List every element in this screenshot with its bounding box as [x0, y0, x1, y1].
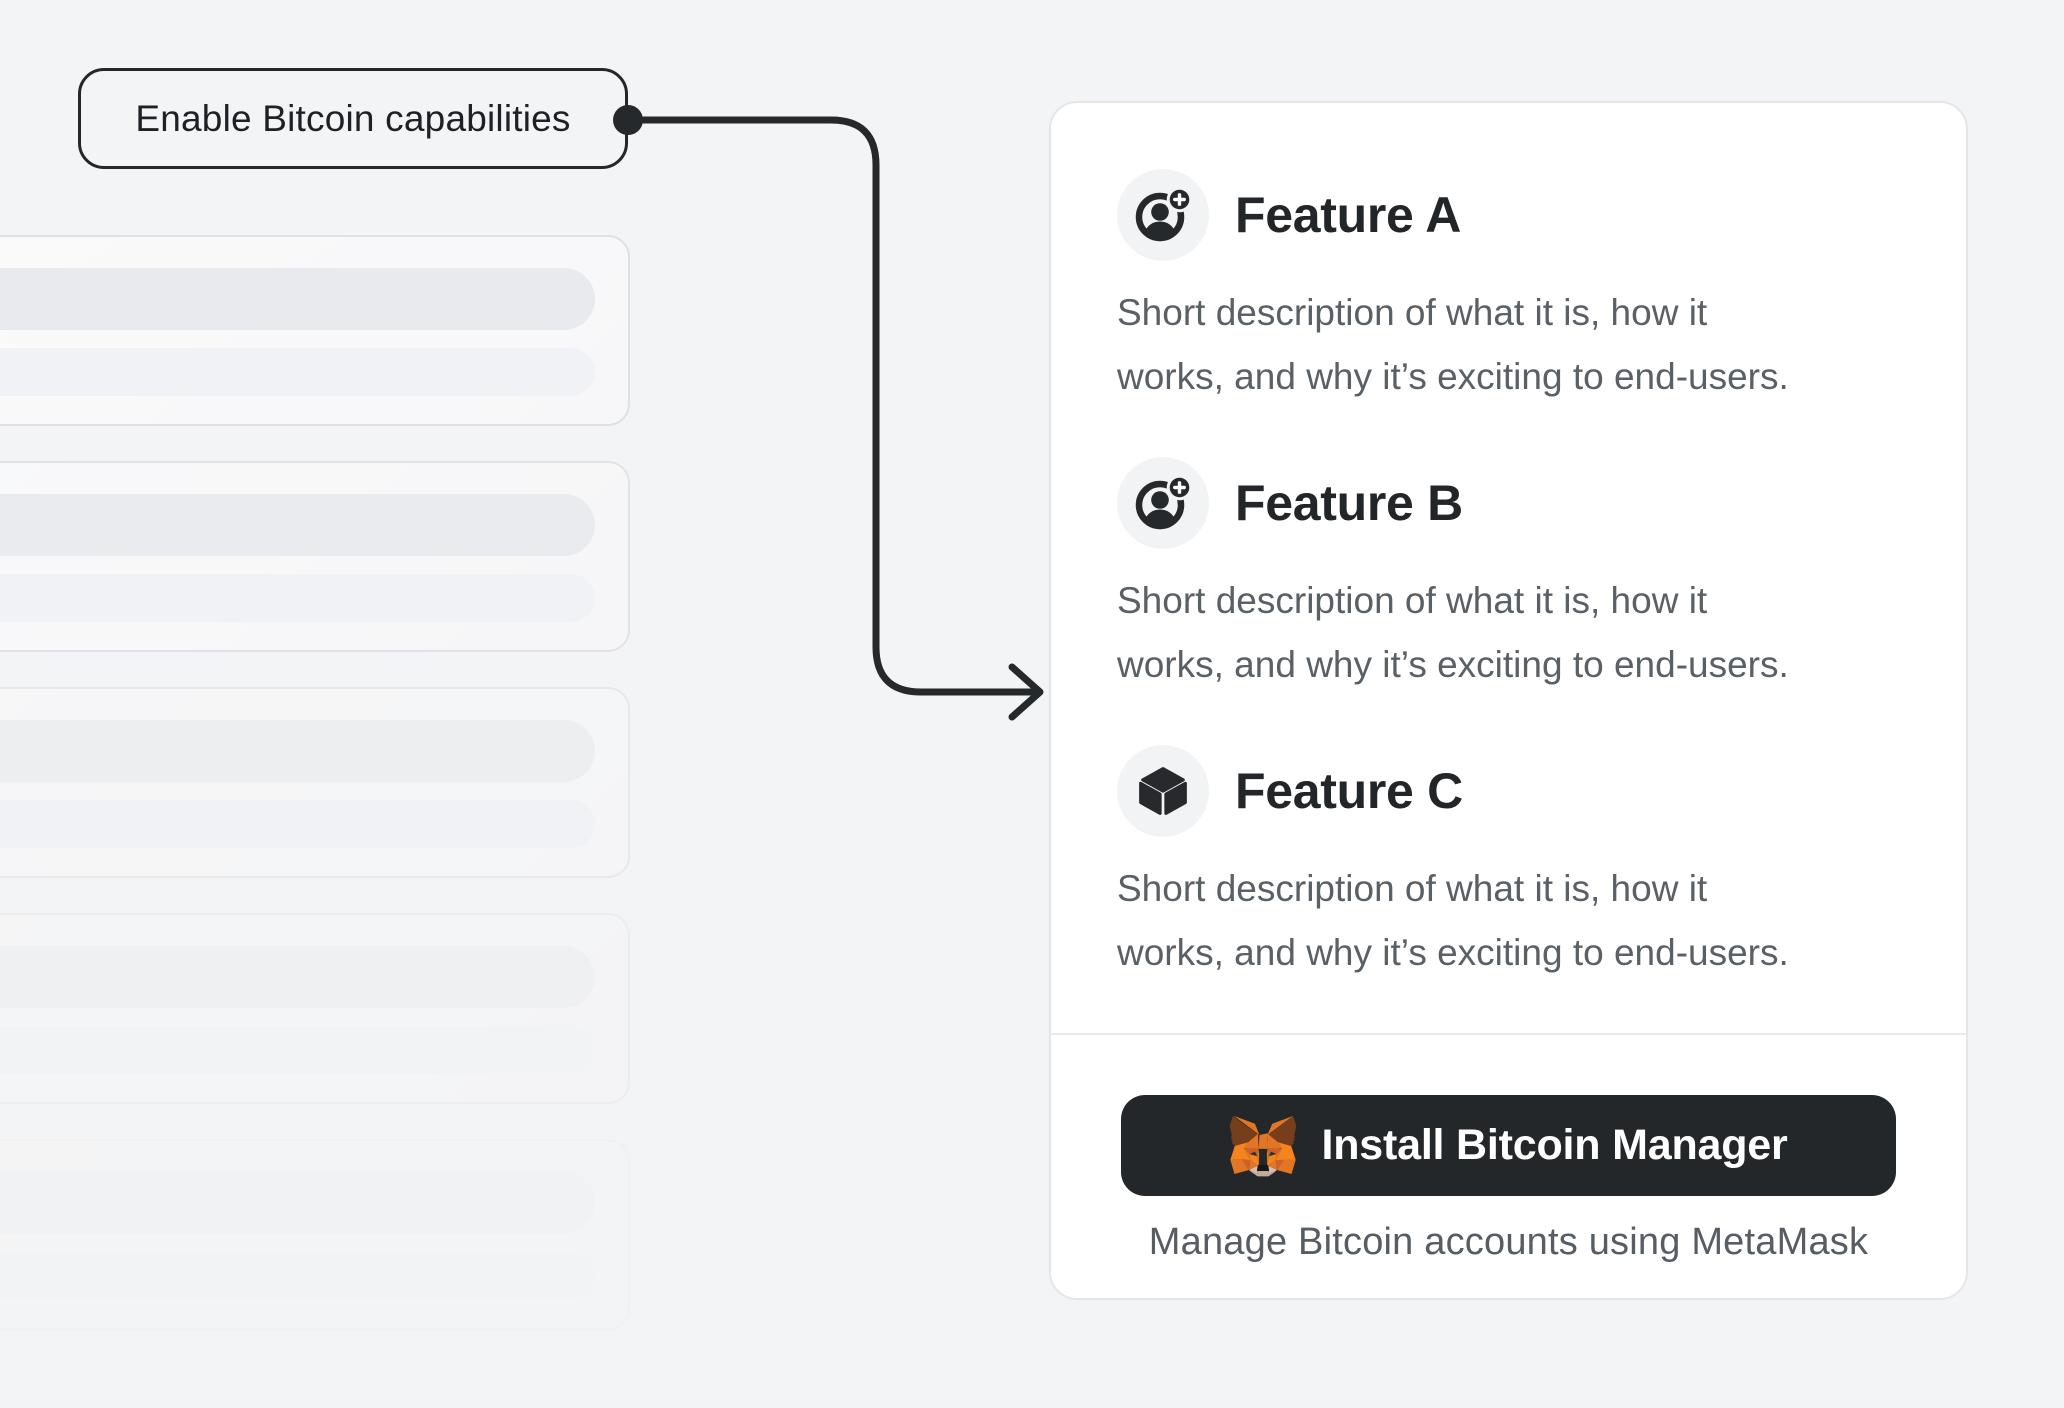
feature-description: Short description of what it is, how it …	[1117, 281, 1900, 409]
feature-list: Feature A Short description of what it i…	[1051, 103, 1966, 1033]
feature-description-line: works, and why it’s exciting to end-user…	[1117, 356, 1789, 397]
feature-item-c: Feature C Short description of what it i…	[1117, 745, 1900, 985]
skeleton-card	[0, 1139, 630, 1330]
cube-icon	[1139, 767, 1187, 815]
feature-icon-circle	[1117, 745, 1209, 837]
user-add-icon	[1135, 476, 1191, 530]
feature-card: Feature A Short description of what it i…	[1049, 101, 1968, 1300]
feature-item-b: Feature B Short description of what it i…	[1117, 457, 1900, 697]
feature-description: Short description of what it is, how it …	[1117, 857, 1900, 985]
install-bitcoin-manager-button[interactable]: Install Bitcoin Manager	[1121, 1095, 1896, 1196]
callout-label-text: Enable Bitcoin capabilities	[135, 97, 571, 139]
feature-description-line: works, and why it’s exciting to end-user…	[1117, 644, 1789, 685]
card-footer: Install Bitcoin Manager Manage Bitcoin a…	[1051, 1035, 1966, 1264]
skeleton-line-large	[0, 268, 595, 330]
install-button-label: Install Bitcoin Manager	[1321, 1121, 1788, 1169]
skeleton-card	[0, 687, 630, 878]
skeleton-line-large	[0, 946, 595, 1008]
feature-description-line: Short description of what it is, how it	[1117, 868, 1708, 909]
feature-description: Short description of what it is, how it …	[1117, 569, 1900, 697]
divider	[1051, 1033, 1966, 1035]
feature-title: Feature A	[1235, 187, 1462, 243]
skeleton-line-small	[0, 574, 595, 622]
skeleton-line-large	[0, 1172, 595, 1234]
skeleton-line-small	[0, 348, 595, 396]
feature-icon-circle	[1117, 169, 1209, 261]
feature-description-line: works, and why it’s exciting to end-user…	[1117, 932, 1789, 973]
feature-description-line: Short description of what it is, how it	[1117, 292, 1708, 333]
skeleton-card	[0, 461, 630, 652]
callout-label: Enable Bitcoin capabilities	[78, 68, 628, 169]
skeleton-line-small	[0, 800, 595, 848]
install-caption: Manage Bitcoin accounts using MetaMask	[1148, 1221, 1869, 1263]
feature-description-line: Short description of what it is, how it	[1117, 580, 1708, 621]
feature-title: Feature B	[1235, 475, 1463, 531]
skeleton-card	[0, 913, 630, 1104]
feature-item-a: Feature A Short description of what it i…	[1117, 169, 1900, 409]
arrowhead	[1008, 663, 1044, 721]
feature-header: Feature C	[1117, 745, 1900, 837]
skeleton-line-large	[0, 720, 595, 782]
skeleton-line-small	[0, 1252, 595, 1300]
user-add-icon	[1135, 188, 1191, 242]
skeleton-line-small	[0, 1026, 595, 1074]
feature-icon-circle	[1117, 457, 1209, 549]
feature-header: Feature B	[1117, 457, 1900, 549]
metamask-fox-icon	[1230, 1115, 1297, 1176]
skeleton-column	[0, 0, 630, 1408]
feature-title: Feature C	[1235, 763, 1463, 819]
skeleton-line-large	[0, 494, 595, 556]
skeleton-card	[0, 235, 630, 426]
feature-header: Feature A	[1117, 169, 1900, 261]
